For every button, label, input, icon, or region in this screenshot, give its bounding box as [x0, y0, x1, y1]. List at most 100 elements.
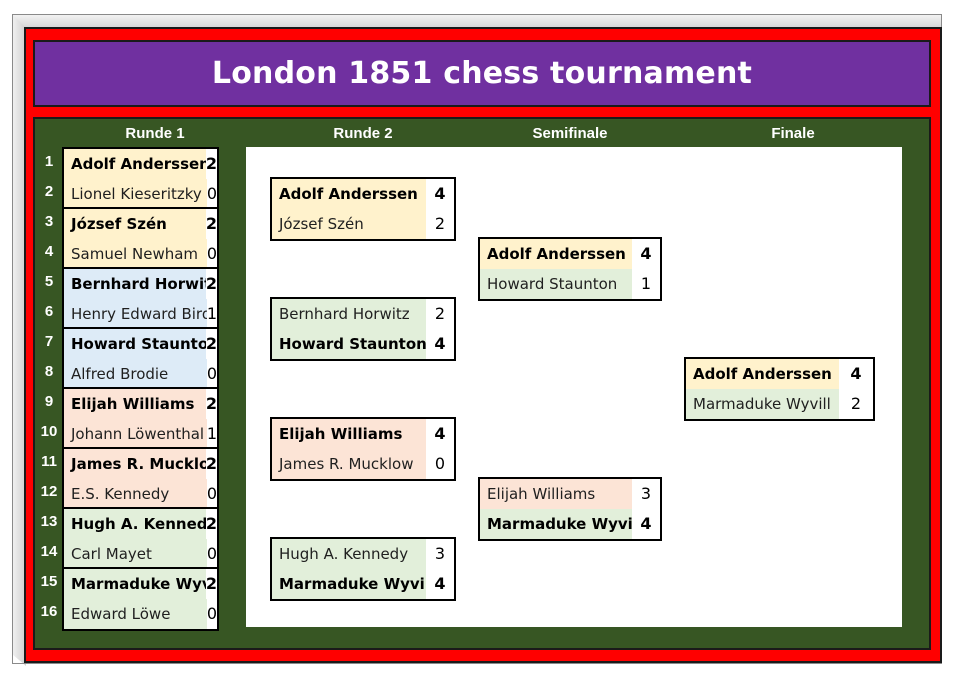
- player-score: 4: [632, 239, 660, 269]
- player-score: 2: [426, 299, 454, 329]
- player-name: Bernhard Horwitz: [272, 299, 426, 329]
- seed-number: 15: [40, 573, 58, 590]
- page-title: London 1851 chess tournament: [211, 56, 753, 91]
- player-score: 2: [205, 329, 217, 359]
- player-score: 0: [206, 239, 217, 269]
- player-name: Marmaduke Wyvill: [480, 509, 632, 539]
- seed-number: 6: [44, 303, 54, 320]
- player-name: Marmaduke Wyvill: [272, 569, 426, 599]
- round-header-semifinal: Semifinale: [532, 125, 608, 142]
- player-name: Bernhard Horwitz: [64, 269, 206, 299]
- player-name: Alfred Brodie: [64, 359, 207, 389]
- player-name: Carl Mayet: [64, 539, 207, 569]
- player-score: 0: [206, 539, 217, 569]
- seed-number: 9: [44, 393, 54, 410]
- player-score: 4: [426, 179, 454, 209]
- player-score: 4: [632, 509, 660, 539]
- player-row: James R. Mucklow2: [64, 449, 217, 479]
- round-header-2: Runde 2: [333, 125, 393, 142]
- player-name: Elijah Williams: [272, 419, 426, 449]
- player-name: Lionel Kieseritzky: [64, 179, 207, 209]
- player-name: Adolf Anderssen: [64, 149, 206, 179]
- player-score: 2: [205, 149, 217, 179]
- player-name: Howard Staunton: [480, 269, 632, 299]
- player-name: József Szén: [64, 209, 206, 239]
- frame-bevel-left: [12, 14, 26, 666]
- round-header-1: Runde 1: [125, 125, 185, 142]
- player-score: 4: [426, 569, 454, 599]
- round-header-final: Finale: [771, 125, 815, 142]
- player-score: 0: [206, 179, 217, 209]
- player-name: Elijah Williams: [480, 479, 632, 509]
- player-name: Johann Löwenthal: [64, 419, 207, 449]
- player-score: 2: [205, 509, 217, 539]
- player-name: Howard Staunton: [64, 329, 206, 359]
- player-name: Hugh A. Kennedy: [272, 539, 426, 569]
- player-name: Edward Löwe: [64, 599, 207, 629]
- seed-number: 5: [44, 273, 54, 290]
- player-score: 2: [205, 269, 217, 299]
- player-name: Samuel Newham: [64, 239, 207, 269]
- player-name: József Szén: [272, 209, 426, 239]
- player-name: Adolf Anderssen: [686, 359, 839, 389]
- player-score: 0: [206, 359, 217, 389]
- player-score: 0: [206, 479, 217, 509]
- player-score: 0: [426, 449, 454, 479]
- player-score: 2: [205, 569, 217, 599]
- player-score: 1: [206, 299, 217, 329]
- seed-number: 4: [44, 243, 54, 260]
- seed-number: 10: [40, 423, 58, 440]
- player-name: Marmaduke Wyvill: [64, 569, 206, 599]
- player-score: 1: [632, 269, 660, 299]
- player-score: 4: [426, 329, 454, 359]
- player-name: Elijah Williams: [64, 389, 206, 419]
- seed-number: 8: [44, 363, 54, 380]
- seed-number: 7: [44, 333, 54, 350]
- player-name: James R. Mucklow: [64, 449, 206, 479]
- player-score: 2: [426, 209, 454, 239]
- player-score: 2: [205, 389, 217, 419]
- player-name: Hugh A. Kennedy: [64, 509, 206, 539]
- player-score: 2: [205, 209, 217, 239]
- player-score: 3: [426, 539, 454, 569]
- player-name: James R. Mucklow: [272, 449, 426, 479]
- seed-number: 2: [44, 183, 54, 200]
- player-name: E.S. Kennedy: [64, 479, 207, 509]
- seed-number: 16: [40, 603, 58, 620]
- title-banner: London 1851 chess tournament: [33, 40, 931, 107]
- frame-bevel-top: [12, 14, 942, 28]
- player-score: 2: [839, 389, 873, 419]
- seed-number: 14: [40, 543, 58, 560]
- player-name: Howard Staunton: [272, 329, 426, 359]
